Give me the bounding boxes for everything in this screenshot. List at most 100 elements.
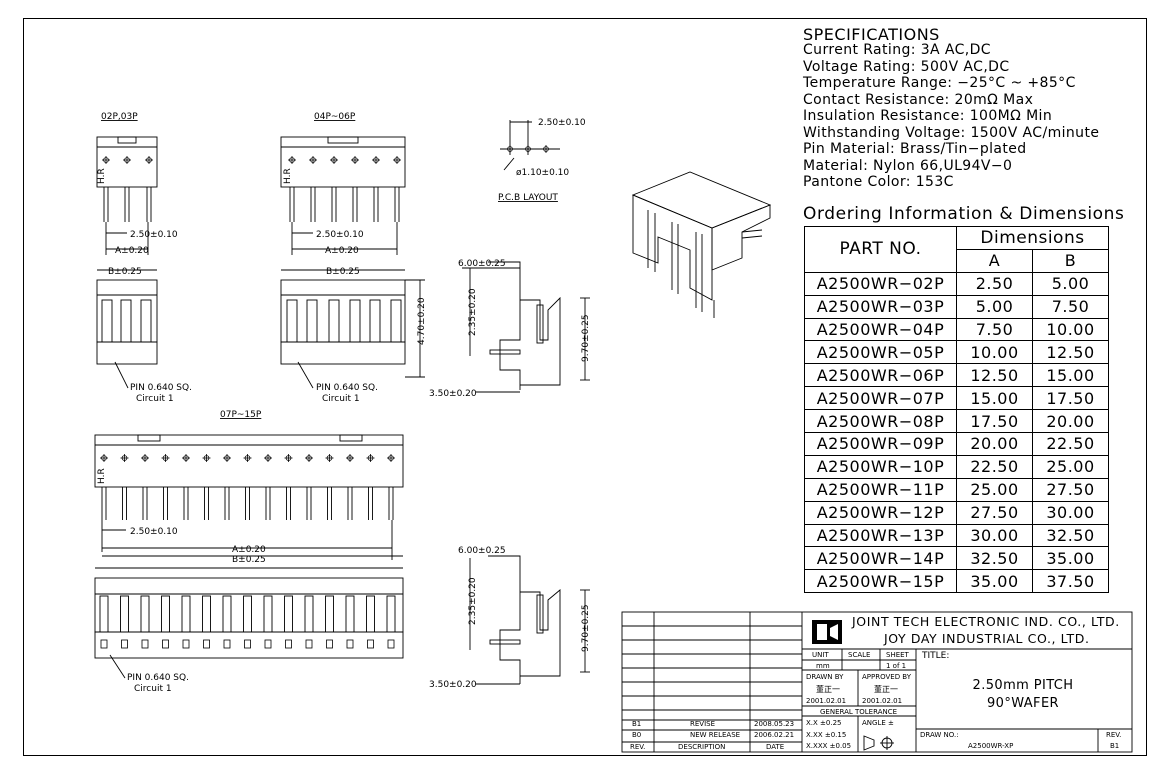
dimension-a-cell: 30.00: [956, 523, 1033, 548]
label-dim-970-lower: 9.70±0.25: [581, 604, 591, 652]
pin-body: [366, 595, 375, 633]
sheet-border: [23, 18, 1147, 756]
rev-label: REV.: [1106, 731, 1122, 739]
pin-body: [120, 595, 129, 633]
pin-heads-03p: [101, 155, 154, 165]
projection-symbol: [863, 735, 894, 751]
pin-head: [222, 453, 232, 463]
revision-date: 2008.05.23: [754, 720, 795, 728]
label-a-03p: A±0.20: [115, 246, 149, 256]
approved-by-label: APPROVED BY: [862, 673, 912, 681]
label-pitch-06p: 2.50±0.10: [316, 230, 364, 240]
col-b-header: B: [1032, 248, 1109, 273]
pin-head: [243, 453, 252, 463]
pin-head: [181, 453, 191, 463]
label-dim-350-upper: 3.50±0.20: [429, 389, 477, 399]
pin-head: [284, 453, 293, 463]
general-tolerance: GENERAL TOLERANCE: [820, 708, 898, 716]
label-pitch-03p: 2.50±0.10: [130, 230, 178, 240]
part-number-cell: A2500WR−03P: [804, 294, 957, 319]
rev-value: B1: [1110, 742, 1120, 750]
front-view-06p: [280, 136, 406, 255]
sheet-value: 1 of 1: [886, 662, 907, 670]
pin-body: [386, 595, 396, 633]
pin-head: [161, 453, 170, 463]
part-number-cell: A2500WR−11P: [804, 477, 957, 502]
part-number-cell: A2500WR−08P: [804, 409, 957, 434]
dimension-b-cell: 7.50: [1032, 294, 1109, 319]
label-pcb-hole: ø1.10±0.10: [516, 168, 569, 178]
label-hr-03p: H.R: [97, 168, 107, 184]
dimension-a-cell: 25.00: [956, 477, 1033, 502]
spec-line: Material: Nylon 66,UL94V−0: [803, 157, 1013, 174]
title-label: TITLE:: [922, 651, 950, 661]
pin-head: [325, 453, 334, 463]
pin-tail: [203, 639, 210, 649]
title-line-2: 90°WAFER: [986, 696, 1059, 711]
desc-col-header: DESCRIPTION: [678, 743, 726, 751]
label-view-07p: 07P~15P: [220, 410, 262, 420]
dimension-a-cell: 10.00: [956, 340, 1033, 365]
part-number-cell: A2500WR−04P: [804, 317, 957, 342]
dimension-a-cell: 15.00: [956, 386, 1033, 411]
spec-line: Insulation Resistance: 100MΩ Min: [803, 108, 1053, 124]
label-dim-600-upper: 6.00±0.25: [458, 259, 506, 269]
pin-tail: [244, 639, 251, 649]
approved-date: 2001.02.01: [862, 697, 903, 705]
part-number-cell: A2500WR−14P: [804, 546, 957, 571]
part-number-cell: A2500WR−12P: [804, 500, 957, 525]
label-dim-235-lower: 2.35±0.20: [468, 577, 478, 625]
dimension-b-cell: 30.00: [1032, 500, 1109, 525]
tol-x: X.X ±0.25: [806, 719, 842, 727]
label-b-03p: B±0.25: [108, 267, 142, 277]
label-a-06p: A±0.20: [325, 246, 359, 256]
draw-no-label: DRAW NO.:: [920, 731, 959, 739]
dimension-a-cell: 5.00: [956, 294, 1033, 319]
label-pin-06p: PIN 0.640 SQ.: [316, 383, 378, 393]
pin-head: [120, 453, 129, 463]
connector-3d-sketch: [631, 171, 772, 318]
pin-tail: [100, 639, 108, 649]
pin-tail: [121, 639, 128, 649]
label-view-02p: 02P,03P: [101, 112, 138, 122]
part-number-cell: A2500WR−07P: [804, 386, 957, 411]
pin-body: [345, 595, 355, 633]
pin-head: [99, 453, 109, 463]
label-circuit-06p: Circuit 1: [322, 394, 360, 404]
front-view-15p: [94, 434, 404, 560]
label-hr-15p: H.R: [97, 468, 107, 484]
sheet-label: SHEET: [886, 651, 909, 659]
dimension-b-cell: 15.00: [1032, 363, 1109, 388]
label-pin-03p: PIN 0.640 SQ.: [130, 383, 192, 393]
label-view-04p: 04P~06P: [314, 112, 356, 122]
pin-head: [345, 453, 355, 463]
col-a-header: A: [956, 248, 1033, 273]
dimension-b-cell: 12.50: [1032, 340, 1109, 365]
pin-head: [202, 453, 211, 463]
front-view-03p: [96, 136, 158, 255]
dimension-a-cell: 27.50: [956, 500, 1033, 525]
pin-body: [304, 595, 314, 633]
part-number-cell: A2500WR−02P: [804, 271, 957, 296]
label-b-15p: B±0.25: [232, 555, 266, 565]
pin-array-15p: [99, 453, 396, 520]
spec-line: Pin Material: Brass/Tin−plated: [803, 141, 1027, 157]
pin-heads-06p: [287, 155, 402, 165]
dimension-a-cell: 35.00: [956, 569, 1033, 594]
label-dim-970-upper: 9.70±0.25: [581, 314, 591, 362]
part-no-header: PART NO.: [804, 226, 957, 273]
spec-line: Pantone Color: 153C: [803, 174, 954, 190]
label-dim-350-lower: 3.50±0.20: [429, 680, 477, 690]
dimension-b-cell: 22.50: [1032, 432, 1109, 456]
drawn-date: 2001.02.01: [806, 697, 847, 705]
label-circuit-03p: Circuit 1: [136, 394, 174, 404]
approved-by-name: 董正一: [874, 685, 898, 694]
dimensions-header: Dimensions: [956, 226, 1109, 250]
